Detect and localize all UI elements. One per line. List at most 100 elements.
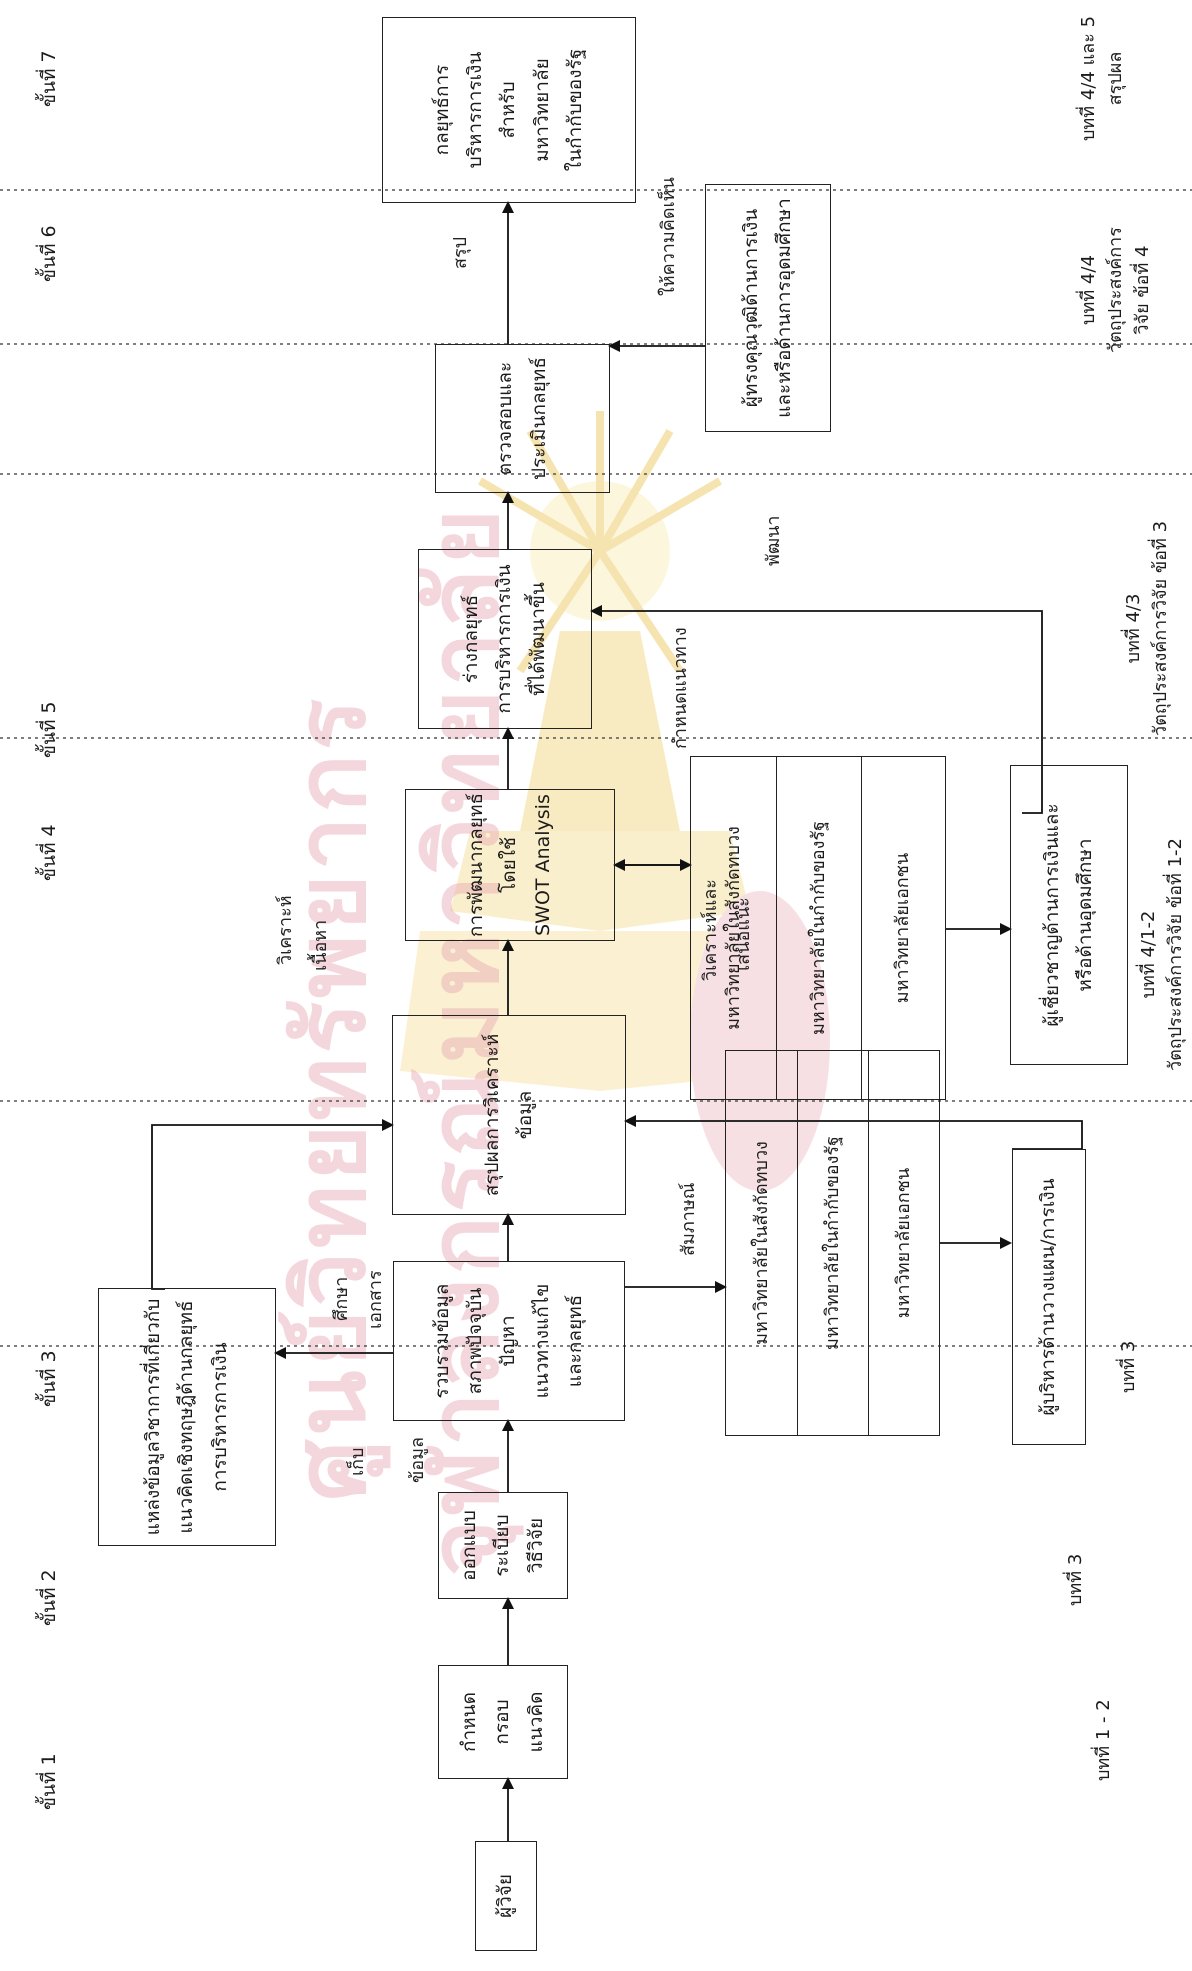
final-strategy-line-4: มหาวิทยาลัย [530,58,553,162]
arrow-experts-draft [590,605,1043,814]
researcher-text: ผู้วิจัย [494,1873,517,1919]
chapter-4-4-line-3: วิจัย ข้อที่ 4 [1132,245,1153,335]
chapter-1-2-text: บทที่ 1 - 2 [1093,1699,1114,1781]
data-collection-line-4: แนวทางแก้ไข [530,1283,553,1399]
draft-strategy-box: ร่างกลยุทธ์ การบริหารการเงิน ที่ได้พัฒนา… [418,549,592,729]
univ-group-1-row-2: มหาวิทยาลัยในกำกับของรัฐ [797,1051,869,1435]
label-content-analysis-2: เนื้อหา [310,919,331,971]
chapter-4-1-2-line-1: บทที่ 4/1-2 [1138,910,1159,999]
chapter-4-4: บทที่ 4/4 วัตถุประสงค์การ วิจัย ข้อที่ 4 [1075,227,1156,353]
data-collection-line-1: รวบรวมข้อมูล [430,1283,453,1399]
final-strategy-line-1: กลยุทธ์การ [430,64,453,156]
researcher-box: ผู้วิจัย [475,1841,537,1951]
chapter-4-3: บทที่ 4/3 วัตถุประสงค์การวิจัย ข้อที่ 3 [1120,521,1174,736]
finance-experts-box: ผู้เชี่ยวชาญด้านการเงินและ หรือด้านอุดมศ… [1010,765,1128,1065]
draft-strategy-line-3: ที่ได้พัฒนาขึ้น [526,582,549,696]
label-study: ศึกษา [331,1276,352,1321]
label-set-direction: กำหนดแนวทาง [670,627,691,749]
evaluate-line-1: ตรวจสอบและ [494,361,517,476]
step-4-label: ขั้นที่ 4 [38,824,60,881]
label-analyze-suggest-1: วิเคราะห์และ [700,879,721,981]
chapter-4-3-line-1: บทที่ 4/3 [1123,593,1144,664]
framework-box: กำหนด กรอบ แนวคิด [438,1665,568,1779]
chapter-3-b-text: บทที่ 3 [1118,1340,1139,1393]
step-2-label: ขั้นที่ 2 [38,1569,60,1626]
qualified-persons-line-2: และหรือด้านการอุดมศึกษา [773,198,795,418]
data-collection-box: รวบรวมข้อมูล สภาพปัจจุบัน ปัญหา แนวทางแก… [393,1261,625,1421]
research-design-line-1: ออกแบบ [458,1510,481,1581]
label-data: ข้อมูล [407,1436,428,1483]
qualified-persons-line-1: ผู้ทรงคุณวุฒิด้านการเงิน [739,208,762,408]
univ-group-2-row-3: มหาวิทยาลัยเอกชน [892,852,914,1004]
planning-admin-box: ผู้บริหารด้านวางแผน/การเงิน [1012,1149,1086,1445]
chapter-4-1-2: บทที่ 4/1-2 วัตถุประสงค์การวิจัย ข้อที่ … [1135,838,1189,1071]
planning-admin-text: ผู้บริหารด้านวางแผน/การเงิน [1037,1178,1060,1416]
step-6-label: ขั้นที่ 6 [38,225,60,282]
swot-line-1: การพัฒนากลยุทธ์ [465,792,488,938]
data-collection-line-2: สภาพปัจจุบัน [464,1287,487,1395]
doc-sources-line-2: แนวคิดเชิงทฤษฎีด้านกลยุทธ์ [175,1300,198,1534]
step-5-label: ขั้นที่ 5 [38,701,60,758]
label-develop: พัฒนา [763,515,784,566]
label-give-opinion: ให้ความคิดเห็น [658,177,679,296]
chapter-5-line-1: บทที่ 4/4 และ 5 [1078,15,1099,141]
chapter-4-4-line-2: วัตถุประสงค์การ [1105,227,1126,353]
chapter-4-4-line-1: บทที่ 4/4 [1078,255,1099,325]
label-collect: เก็บ [347,1447,368,1476]
chapter-4-1-2-line-2: วัตถุประสงค์การวิจัย ข้อที่ 1-2 [1165,838,1186,1071]
label-interview: สัมภาษณ์ [678,1182,699,1256]
arrow-admin-summary [624,1115,1083,1150]
chapter-3-a-text: บทที่ 3 [1065,1553,1086,1606]
chapter-3-a: บทที่ 3 [1062,1554,1089,1606]
finance-experts-line-1: ผู้เชี่ยวชาญด้านการเงินและ [1040,803,1063,1027]
swot-box: การพัฒนากลยุทธ์ โดยใช้ SWOT Analysis [405,789,615,941]
univ-group-1-row-1: มหาวิทยาลัยในสังกัดทบวง [726,1051,798,1435]
swot-line-3: SWOT Analysis [531,794,554,936]
chapter-4-3-line-2: วัตถุประสงค์การวิจัย ข้อที่ 3 [1150,520,1171,736]
step-3-label: ขั้นที่ 3 [38,1350,60,1407]
chapter-5-line-2: สรุปผล [1105,51,1126,106]
chapter-1-2: บทที่ 1 - 2 [1090,1699,1117,1781]
label-analyze-suggest-2: เสนอแนะ [733,897,754,971]
label-conclude: สรุป [450,236,471,269]
research-design-box: ออกแบบ ระเบียบ วิธีวิจัย [438,1492,568,1599]
data-collection-line-3: ปัญหา [497,1315,520,1367]
framework-line-2: กรอบ [491,1699,514,1745]
univ-group-1-box: มหาวิทยาลัยในสังกัดทบวง มหาวิทยาลัยในกำก… [725,1050,940,1436]
draft-strategy-line-1: ร่างกลยุทธ์ [460,594,483,684]
final-strategy-box: กลยุทธ์การ บริหารการเงิน สำหรับ มหาวิทยา… [382,17,636,203]
research-design-line-3: วิธีวิจัย [524,1517,547,1574]
step-7-label: ขั้นที่ 7 [38,50,60,107]
swot-line-2: โดยใช้ [498,837,521,893]
analysis-summary-box: สรุปผลการวิเคราะห์ ข้อมูล [392,1015,626,1215]
draft-strategy-line-2: การบริหารการเงิน [493,564,516,714]
doc-sources-line-3: การบริหารการเงิน [208,1342,231,1492]
univ-group-1-row-3: มหาวิทยาลัยเอกชน [892,1167,914,1319]
data-collection-line-5: และกลยุทธ์ [563,1294,586,1388]
doc-sources-line-1: แหล่งข้อมูลวิชาการที่เกี่ยวกับ [142,1298,165,1536]
final-strategy-line-3: สำหรับ [497,81,520,139]
evaluate-box: ตรวจสอบและ ประเมินกลยุทธ์ [435,344,610,493]
univ-group-2-row-2: มหาวิทยาลัยในกำกับของรัฐ [776,757,862,1099]
final-strategy-line-2: บริหารการเงิน [464,51,487,169]
label-content-analysis-1: วิเคราะห์ [275,895,296,965]
framework-line-3: แนวคิด [524,1691,547,1753]
research-design-line-2: ระเบียบ [491,1514,514,1577]
evaluate-line-2: ประเมินกลยุทธ์ [527,357,550,480]
chapter-5: บทที่ 4/4 และ 5 สรุปผล [1075,16,1129,141]
framework-line-1: กำหนด [458,1691,481,1753]
analysis-summary-line-2: ข้อมูล [514,1090,536,1140]
step-1-label: ขั้นที่ 1 [38,1753,60,1810]
arrow-docs-summary [151,1119,394,1290]
chapter-3-b: บทที่ 3 [1115,1341,1142,1393]
doc-sources-box: แหล่งข้อมูลวิชาการที่เกี่ยวกับ แนวคิดเชิ… [98,1288,276,1546]
qualified-persons-box: ผู้ทรงคุณวุฒิด้านการเงิน และหรือด้านการอ… [705,184,831,432]
final-strategy-line-5: ในกำกับของรัฐ [563,48,586,172]
analysis-summary-line-1: สรุปผลการวิเคราะห์ [480,1033,503,1197]
finance-experts-line-2: หรือด้านอุดมศึกษา [1074,838,1096,992]
label-documents: เอกสาร [365,1270,386,1329]
